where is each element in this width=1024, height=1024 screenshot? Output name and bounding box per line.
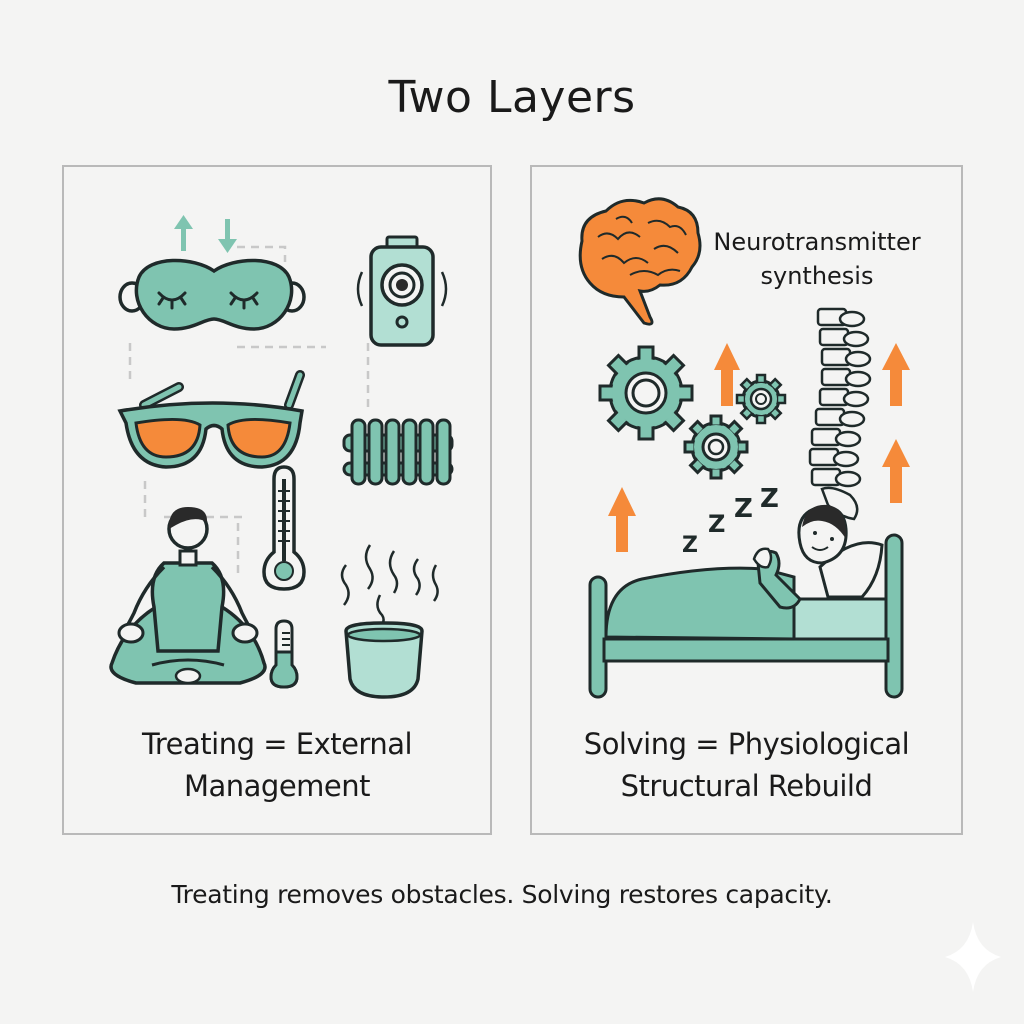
sleeping-person-bed-icon xyxy=(588,504,904,699)
blue-light-glasses-icon xyxy=(117,370,305,469)
solving-caption-line2: Structural Rebuild xyxy=(620,769,873,803)
svg-text:Z: Z xyxy=(682,533,698,558)
warm-bath-bowl-icon xyxy=(340,544,439,699)
treating-caption-line2: Management xyxy=(183,769,371,803)
spine-icon xyxy=(808,307,872,521)
summary-footer: Treating removes obstacles. Solving rest… xyxy=(171,880,833,909)
up-arrow-icon xyxy=(608,343,910,552)
radiator-icon xyxy=(342,418,454,486)
thermometer-icon xyxy=(262,465,306,591)
svg-text:Z: Z xyxy=(760,484,779,514)
svg-text:Z: Z xyxy=(734,494,753,524)
solving-caption-line1: Solving = Physiological xyxy=(583,727,910,761)
svg-text:Z: Z xyxy=(708,510,725,538)
brain-icon xyxy=(578,197,702,326)
zzz-icon: Z Z Z Z xyxy=(682,484,779,558)
solving-panel: Z Z Z Z Neurotransmitter synthesis Solvi… xyxy=(530,165,963,835)
white-noise-speaker-icon xyxy=(356,235,448,347)
neurotransmitter-label: Neurotransmitter synthesis xyxy=(702,225,932,293)
sparkle-icon xyxy=(945,922,1001,992)
solving-caption: Solving = Physiological Structural Rebui… xyxy=(532,723,961,807)
small-thermometer-icon xyxy=(269,619,299,689)
treating-caption: Treating = External Management xyxy=(64,723,490,807)
neurotransmitter-label-line2: synthesis xyxy=(760,262,874,290)
treating-panel: Treating = External Management xyxy=(62,165,492,835)
treating-caption-line1: Treating = External xyxy=(141,727,413,761)
sleep-mask-icon xyxy=(118,258,306,331)
page-title: Two Layers xyxy=(388,72,636,123)
up-down-arrows-icon xyxy=(174,215,237,253)
solving-illustrations: Z Z Z Z xyxy=(578,197,910,699)
gears-icon xyxy=(598,345,787,480)
neurotransmitter-label-line1: Neurotransmitter xyxy=(713,228,921,256)
meditation-person-icon xyxy=(109,507,267,685)
dashed-connectors xyxy=(128,245,370,577)
treating-illustrations xyxy=(109,215,454,699)
